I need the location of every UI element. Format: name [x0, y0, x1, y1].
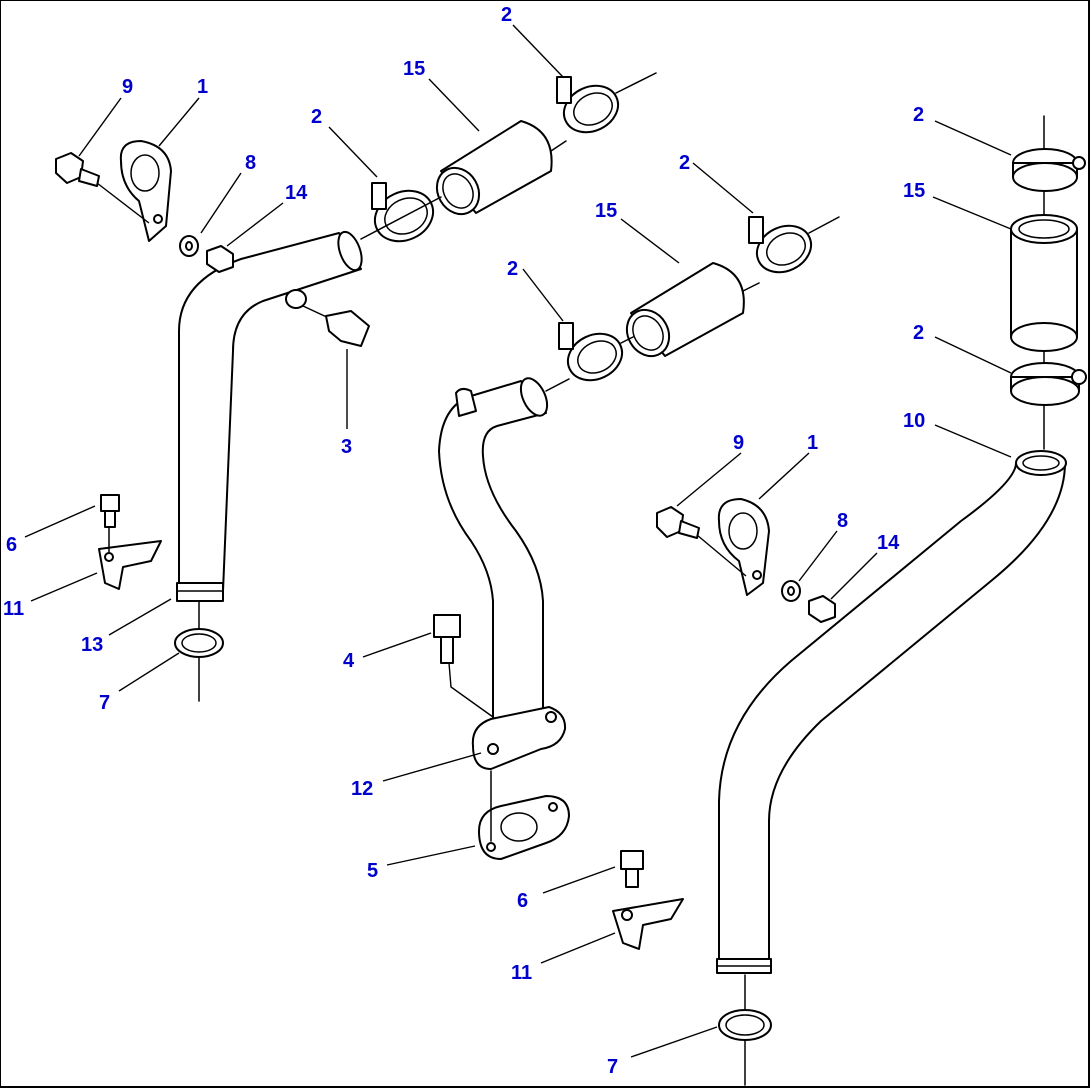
hose-clamp-2-d	[748, 216, 813, 274]
callout-2: 2	[913, 104, 924, 126]
hose-15-c	[1010, 214, 1078, 352]
clamp-bracket-1-left	[119, 140, 172, 242]
callout-4: 4	[343, 650, 355, 672]
o-ring-7-left	[174, 600, 224, 702]
bolt-6-center	[620, 850, 644, 888]
hose-clamp-2-b	[556, 76, 620, 134]
callout-15: 15	[403, 58, 425, 80]
pipe-13	[176, 230, 363, 602]
callout-9: 9	[733, 432, 744, 454]
pipe-10	[716, 450, 1067, 974]
callout-6: 6	[6, 534, 17, 556]
washer-8-left	[179, 235, 199, 257]
callout-8: 8	[245, 152, 256, 174]
callout-labels: 9 1 8 14 2 15 2 3 6 11 13 7 2 15 2 4 12 …	[3, 4, 925, 1078]
callout-2: 2	[913, 322, 924, 344]
callout-10: 10	[903, 410, 925, 432]
callout-14: 14	[285, 182, 308, 204]
callout-12: 12	[351, 778, 373, 800]
hose-clamp-2-e	[1012, 148, 1086, 192]
callout-2: 2	[679, 152, 690, 174]
callout-1: 1	[807, 432, 818, 454]
nut-14-left	[206, 245, 234, 273]
bracket-11-center	[612, 898, 684, 950]
callout-7: 7	[99, 692, 110, 714]
pipe-12	[438, 377, 567, 770]
callout-5: 5	[367, 860, 378, 882]
callout-8: 8	[837, 510, 848, 532]
callout-7: 7	[607, 1056, 618, 1078]
callout-6: 6	[517, 890, 528, 912]
bolt-9-left	[55, 152, 150, 224]
o-ring-7-right	[718, 974, 772, 1086]
sensor-3	[285, 289, 370, 347]
gasket-5	[478, 770, 570, 860]
callout-1: 1	[197, 76, 208, 98]
bracket-11-left	[98, 526, 162, 590]
callout-2: 2	[311, 106, 322, 128]
hose-15-b	[625, 262, 745, 358]
callout-15: 15	[903, 180, 925, 202]
bolt-9-right	[656, 506, 747, 577]
hose-15-a	[435, 120, 553, 216]
callout-11: 11	[511, 962, 532, 984]
callout-11: 11	[3, 598, 24, 620]
callout-15: 15	[595, 200, 617, 222]
hose-clamp-2-c	[558, 322, 624, 382]
callout-13: 13	[81, 634, 103, 656]
callout-14: 14	[877, 532, 900, 554]
callout-3: 3	[341, 436, 352, 458]
callout-2: 2	[501, 4, 512, 26]
callout-2: 2	[507, 258, 518, 280]
leader-lines	[24, 24, 1012, 1058]
clamp-bracket-1-right	[717, 498, 770, 596]
bolt-4	[433, 614, 494, 718]
nut-14-right	[808, 595, 836, 623]
hose-clamp-2-f	[1010, 362, 1087, 406]
washer-8-right	[781, 580, 801, 602]
bolt-6-left	[100, 494, 120, 528]
callout-9: 9	[122, 76, 133, 98]
